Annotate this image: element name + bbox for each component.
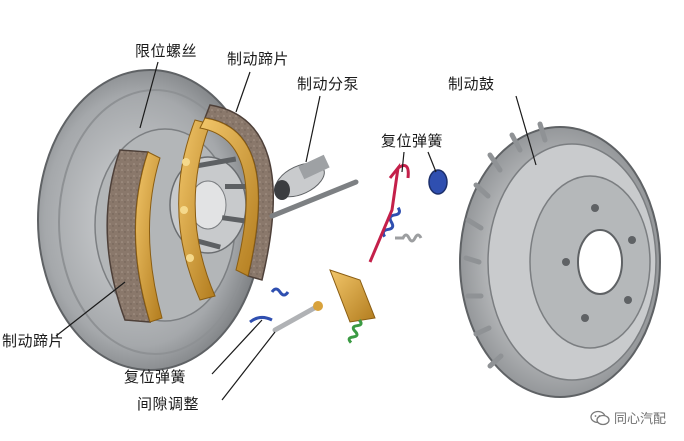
watermark: 同心汽配 [590,408,666,427]
label-brake-drum: 制动鼓 [448,75,495,93]
watermark-text: 同心汽配 [613,412,666,427]
label-brake-shoe-top: 制动蹄片 [227,50,290,68]
brake-shoe-right [199,104,274,281]
brake-shoe-inner [178,119,216,301]
return-springs-upper [368,162,448,263]
label-return-spring-top: 复位弹簧 [381,132,444,150]
wheel-cylinder [274,154,330,200]
brake-shoe-left [106,149,163,323]
label-limit-screw: 限位螺丝 [135,42,198,60]
leader-lines [55,61,537,401]
return-springs-lower [249,269,376,344]
label-wheel-cylinder: 制动分泵 [297,75,360,93]
label-return-spring-bottom: 复位弹簧 [124,368,187,386]
wechat-icon [590,410,610,425]
label-brake-shoe-bottom: 制动蹄片 [2,332,65,350]
label-clearance-adjust: 间隙调整 [137,395,200,413]
adjuster-rod [269,179,359,219]
brake-drum [459,121,661,398]
